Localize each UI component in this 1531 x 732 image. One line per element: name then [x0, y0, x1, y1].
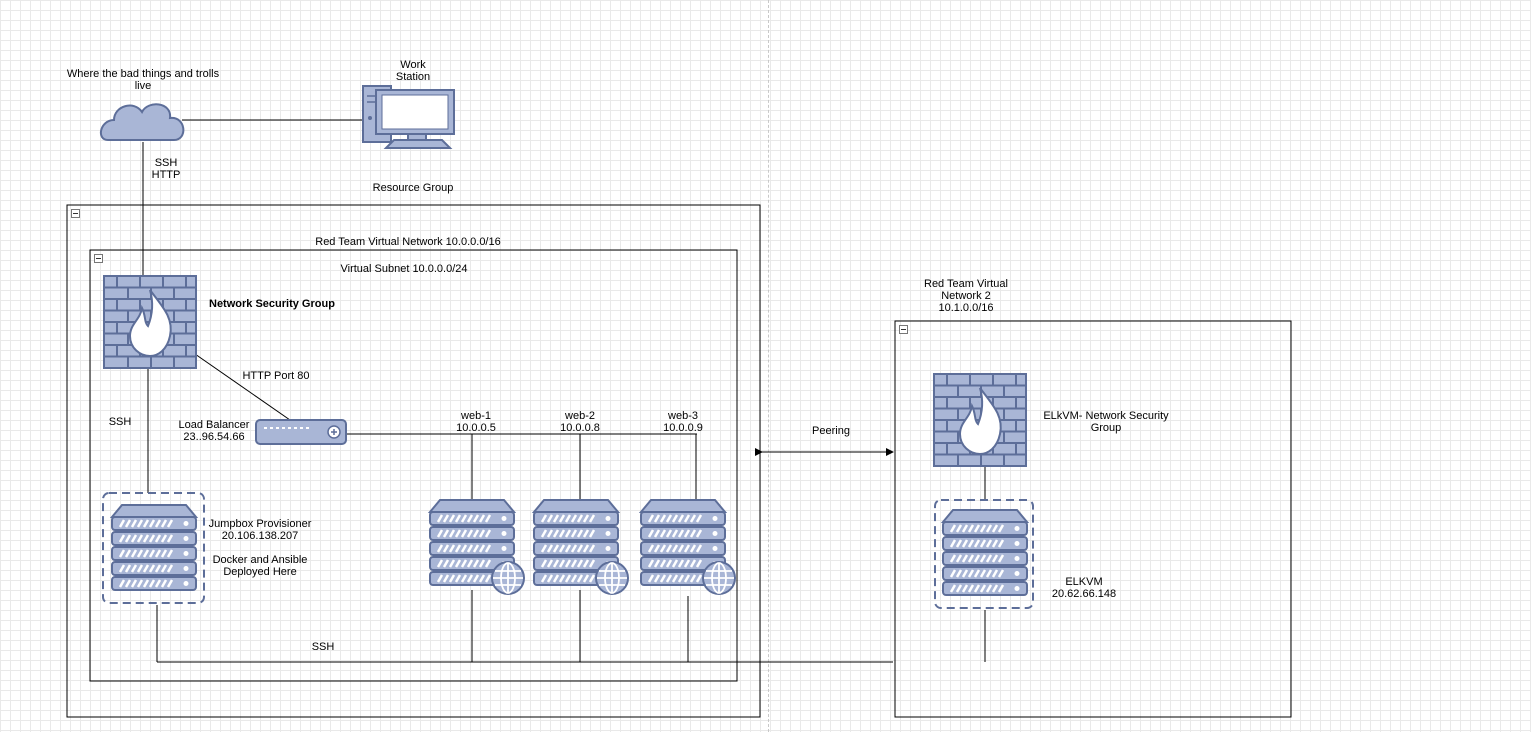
web2-globe-icon: [595, 561, 629, 595]
vnet1-box: [89, 249, 738, 682]
elkvm-label: ELKVM 20.62.66.148: [1051, 576, 1117, 600]
subnet-label: Virtual Subnet 10.0.0.0/24: [340, 263, 468, 275]
workstation-label: Work Station: [395, 59, 431, 83]
web1-label: web-1 10.0.0.5: [456, 410, 496, 434]
elk-nsg-label: ELkVM- Network Security Group: [1043, 410, 1169, 434]
ssh-bottom-label: SSH: [311, 641, 335, 653]
web2-label: web-2 10.0.0.8: [560, 410, 600, 434]
load-balancer-icon: [255, 419, 347, 445]
resource-group-box: [66, 204, 761, 718]
http-port-label: HTTP Port 80: [242, 370, 310, 382]
page-break-line: [768, 0, 769, 732]
jumpbox-server-icon: [110, 503, 198, 592]
vnet1-collapse-toggle[interactable]: [94, 254, 103, 263]
resource-group-label: Resource Group: [372, 182, 454, 194]
jumpbox-note-label: Docker and Ansible Deployed Here: [212, 554, 308, 578]
workstation-icon: [362, 85, 455, 149]
nsg-to-lb-line: [194, 353, 291, 421]
jumpbox-label: Jumpbox Provisioner 20.106.138.207: [208, 518, 312, 542]
cloud-icon: [99, 103, 185, 141]
vnet2-label: Red Team Virtual Network 2 10.1.0.0/16: [924, 278, 1008, 314]
ssh-left-label: SSH: [108, 416, 132, 428]
resource-group-collapse-toggle[interactable]: [71, 209, 80, 218]
load-balancer-label: Load Balancer 23..96.54.66: [178, 419, 250, 443]
jumpbox-selection-frame: [102, 492, 205, 604]
vnet2-box: [894, 320, 1292, 718]
internet-label: Where the bad things and trolls live: [66, 68, 220, 92]
web3-globe-icon: [702, 561, 736, 595]
elk-nsg-firewall-icon: [933, 373, 1027, 467]
internet-protocols-label: SSH HTTP: [151, 157, 181, 181]
nsg-firewall-icon: [103, 275, 197, 369]
elkvm-server-icon: [941, 508, 1029, 597]
elkvm-selection-frame: [934, 499, 1034, 609]
vnet2-collapse-toggle[interactable]: [899, 325, 908, 334]
nsg-label: Network Security Group: [209, 298, 335, 310]
web1-globe-icon: [491, 561, 525, 595]
vnet1-label: Red Team Virtual Network 10.0.0.0/16: [315, 236, 501, 248]
web3-label: web-3 10.0.0.9: [663, 410, 703, 434]
peering-label: Peering: [812, 425, 850, 437]
